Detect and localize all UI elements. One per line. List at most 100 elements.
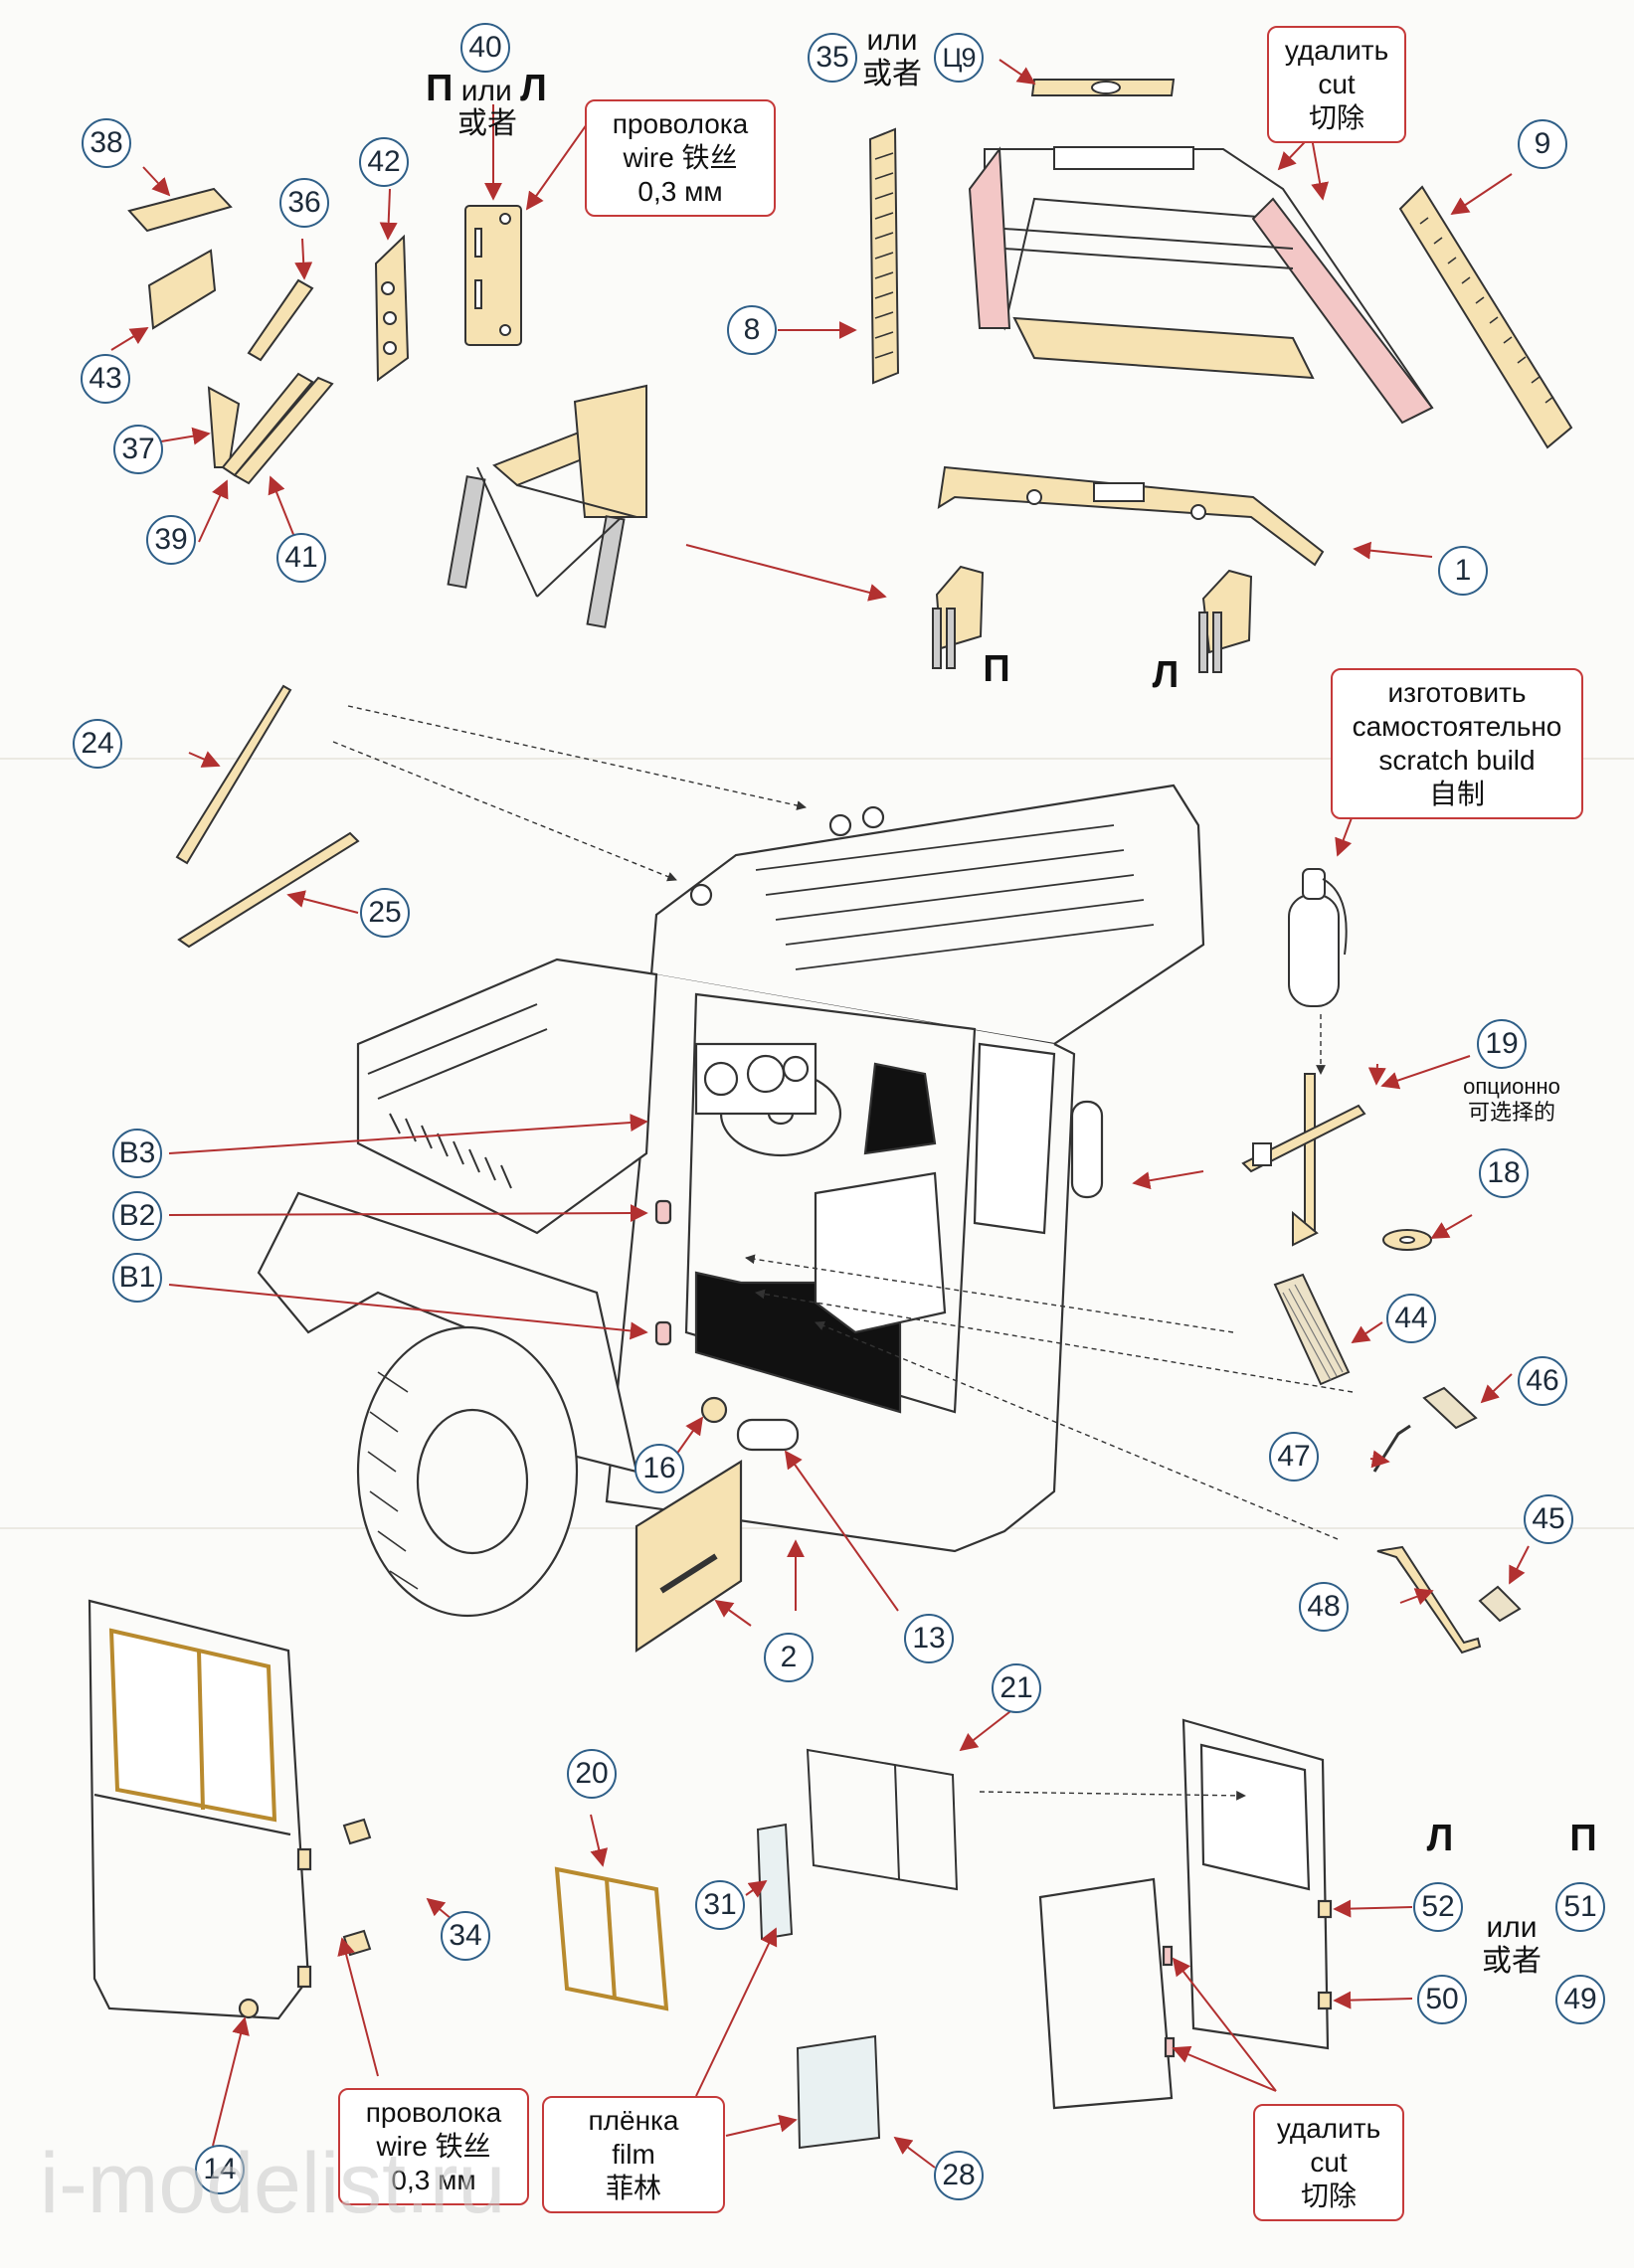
or-cn-35: 或者 [862,58,922,90]
watermark: i-modelist.ru [40,2136,506,2231]
note-line: 切除 [1300,2181,1357,2211]
callout-24: 24 [73,719,122,769]
note-cut-bottom: удалить cut 切除 [1253,2104,1404,2221]
callout-b2: B2 [112,1191,162,1241]
callout-36: 36 [279,178,329,228]
optional-ru: опционно [1463,1074,1560,1099]
or-cn-doors: 或者 [1482,1945,1542,1978]
fold-line [0,758,1634,760]
part-21 [806,1748,959,1891]
callout-25: 25 [360,888,410,938]
callout-19: 19 [1477,1019,1527,1069]
note-line: 切除 [1308,102,1364,133]
callout-46: 46 [1518,1356,1567,1406]
door-left-letter: Л [1426,1818,1454,1859]
callout-34: 34 [441,1911,490,1961]
part-9 [1398,185,1573,449]
note-wire-bottom: проволока wire 铁丝 0,3 мм [338,2088,529,2205]
part-39 [221,372,314,477]
part-35 [1030,79,1176,96]
left-assembly-letter: Л [1152,654,1180,696]
leader-lines [110,59,1530,2169]
callout-48: 48 [1299,1582,1349,1632]
callout-14: 14 [195,2145,245,2194]
note-line: плёнка [588,2105,679,2136]
part-43 [147,249,217,330]
part-45 [1478,1585,1522,1623]
note-line: 自制 [1428,779,1485,809]
callout-16: 16 [635,1444,684,1493]
part-25 [177,831,360,949]
truck-cab [257,784,1205,1654]
door-left-assembly [88,1599,312,2020]
callout-51: 51 [1555,1882,1605,1932]
callout-35: 35 [808,33,857,83]
door-right-letter: П [1569,1818,1597,1859]
callout-1: 1 [1438,546,1488,596]
callout-b1: B1 [112,1253,162,1303]
callout-49: 49 [1555,1975,1605,2024]
note-line: scratch build [1378,745,1536,776]
note-cut-top: удалить cut 切除 [1267,26,1406,143]
callout-41: 41 [276,533,326,583]
callout-c9: Ц9 [934,33,984,83]
part-48 [1376,1545,1482,1655]
part-31 [756,1823,794,1941]
part-40 [464,205,522,346]
fire-extinguisher [1288,868,1348,1007]
part-42 [374,234,410,382]
part-1 [937,465,1325,567]
note-line: удалить [1276,2113,1381,2144]
callout-47: 47 [1269,1432,1319,1482]
callout-31: 31 [695,1880,745,1930]
part-34 [342,1818,372,1957]
part-41 [233,376,334,485]
callout-43: 43 [81,354,130,404]
seat-frame-assembled [447,384,647,628]
callout-50: 50 [1417,1975,1467,2024]
callout-2: 2 [764,1633,814,1682]
right-side-letter: П [426,68,454,109]
note-film: плёнка film 菲林 [542,2096,725,2213]
side-choice-40: П или Л [408,70,565,108]
callout-9: 9 [1518,119,1567,169]
callout-44: 44 [1386,1294,1436,1343]
note-line: изготовить [1387,677,1527,708]
part-19 [1241,1073,1366,1247]
part-28 [796,2034,881,2150]
part-44 [1273,1273,1351,1386]
part-36 [247,278,314,362]
or-label: или [460,75,512,107]
part-8 [868,127,900,385]
or-label-doors: или [1486,1911,1538,1944]
callout-39: 39 [146,515,196,565]
assembly-guides [332,705,1354,1801]
or-label-35: или [866,24,918,57]
or-cn-40: 或者 [457,107,517,140]
note-line: проволока [612,108,749,139]
callout-45: 45 [1524,1494,1573,1544]
note-line: удалить [1284,35,1389,66]
callout-28: 28 [934,2151,984,2200]
part-38 [127,187,233,233]
callout-42: 42 [359,137,409,187]
callout-b3: B3 [112,1129,162,1178]
callout-20: 20 [567,1749,617,1799]
note-line: 0,3 мм [637,176,723,207]
optional-cn: 可选择的 [1467,1100,1555,1125]
callout-21: 21 [992,1663,1041,1713]
callout-52: 52 [1413,1882,1463,1932]
part-24 [175,684,292,865]
note-line: самостоятельно [1352,711,1562,742]
part-46 [1422,1386,1478,1430]
note-line: wire 铁丝 [376,2131,491,2162]
callout-37: 37 [113,425,163,474]
note-line: 菲林 [605,2173,661,2203]
roof-frame [968,146,1434,425]
note-line: wire 铁丝 [623,142,738,173]
note-line: film [612,2139,655,2170]
callout-8: 8 [727,305,777,355]
callout-40: 40 [460,23,510,73]
note-line: 0,3 мм [391,2165,476,2195]
